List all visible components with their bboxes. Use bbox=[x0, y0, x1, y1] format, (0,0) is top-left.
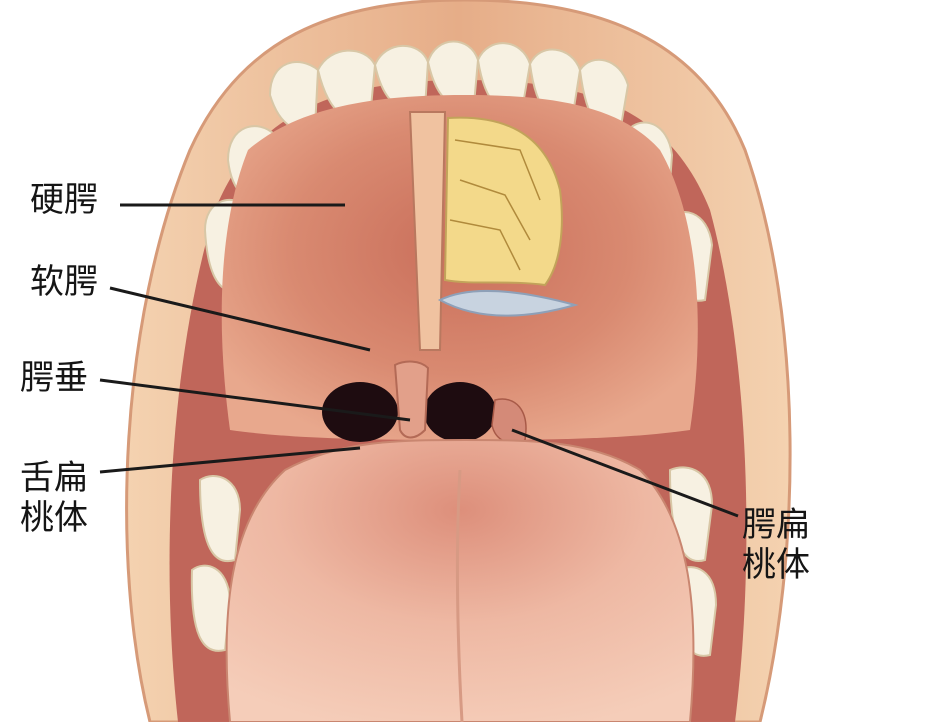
label-lingual-tonsil-line2: 桃体 bbox=[20, 498, 88, 538]
label-lingual-tonsil: 舌扁 桃体 bbox=[20, 458, 88, 538]
throat-left bbox=[322, 382, 398, 442]
throat-right bbox=[424, 382, 496, 442]
label-soft-palate: 软腭 bbox=[30, 262, 98, 302]
label-uvula: 腭垂 bbox=[20, 358, 88, 398]
label-palatine-tonsil-line1: 腭扁 bbox=[742, 505, 810, 545]
label-palatine-tonsil-line2: 桃体 bbox=[742, 545, 810, 585]
label-palatine-tonsil: 腭扁 桃体 bbox=[742, 505, 810, 585]
uvula bbox=[395, 362, 428, 438]
label-lingual-tonsil-line1: 舌扁 bbox=[20, 458, 88, 498]
label-uvula-text: 腭垂 bbox=[20, 358, 88, 398]
label-hard-palate: 硬腭 bbox=[30, 180, 98, 220]
label-hard-palate-text: 硬腭 bbox=[30, 180, 98, 220]
label-soft-palate-text: 软腭 bbox=[30, 262, 98, 302]
